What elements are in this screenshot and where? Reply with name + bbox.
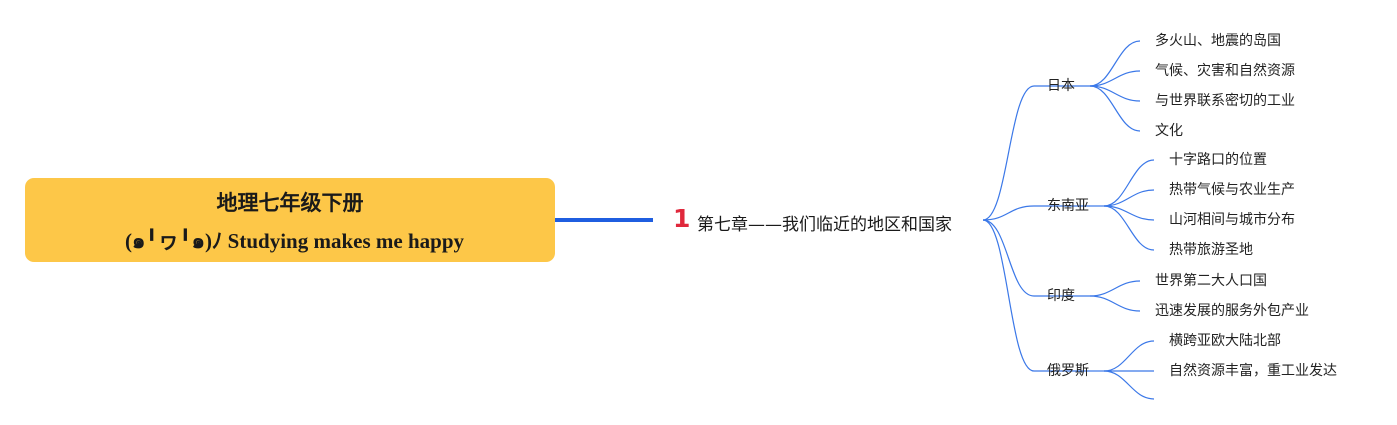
leaf-india-2[interactable]: 迅速发展的服务外包产业 — [1155, 303, 1309, 319]
topic-leaf-link — [1089, 85, 1141, 132]
topic-japan[interactable]: 日本 — [1047, 78, 1075, 94]
topic-russia[interactable]: 俄罗斯 — [1047, 363, 1089, 379]
topic-india[interactable]: 印度 — [1047, 288, 1075, 304]
topic-leaf-link — [1089, 70, 1141, 87]
leaf-india-1[interactable]: 世界第二大人口国 — [1155, 273, 1267, 289]
leaf-japan-2[interactable]: 气候、灾害和自然资源 — [1155, 63, 1295, 79]
chapter-label: 第七章——我们临近的地区和国家 — [697, 215, 952, 235]
topic-leaf-link — [1089, 40, 1141, 87]
topic-leaf-link — [1103, 189, 1155, 207]
leaf-japan-1[interactable]: 多火山、地震的岛国 — [1155, 33, 1281, 49]
topic-leaf-link — [1103, 370, 1155, 400]
topic-leaf-link — [1103, 159, 1155, 207]
leaf-japan-3[interactable]: 与世界联系密切的工业 — [1155, 93, 1295, 109]
leaf-sea-4[interactable]: 热带旅游圣地 — [1169, 242, 1253, 258]
chapter-topic-link — [982, 219, 1035, 297]
root-title: 地理七年级下册 — [216, 191, 364, 215]
leaf-russia-1[interactable]: 横跨亚欧大陆北部 — [1169, 333, 1281, 349]
chapter-topic-link — [982, 85, 1035, 221]
leaf-sea-2[interactable]: 热带气候与农业生产 — [1169, 182, 1295, 198]
leaf-russia-2[interactable]: 自然资源丰富，重工业发达 — [1169, 363, 1337, 379]
topic-leaf-link — [1089, 295, 1141, 312]
topic-leaf-link — [1103, 205, 1155, 251]
topic-leaf-link — [1089, 280, 1141, 297]
root-subtitle: (๑╹ヮ╹๑)ﾉ Studying makes me happy — [125, 229, 464, 253]
chapter-topic-link — [982, 219, 1035, 372]
leaf-sea-1[interactable]: 十字路口的位置 — [1169, 152, 1267, 168]
root-node[interactable]: 地理七年级下册 (๑╹ヮ╹๑)ﾉ Studying makes me happy — [25, 178, 555, 262]
chapter-topic-link — [982, 205, 1035, 221]
topic-southeast-asia[interactable]: 东南亚 — [1047, 198, 1089, 214]
leaf-japan-4[interactable]: 文化 — [1155, 123, 1183, 139]
chapter-node[interactable]: 1 第七章——我们临近的地区和国家 — [653, 203, 983, 239]
leaf-sea-3[interactable]: 山河相间与城市分布 — [1169, 212, 1295, 228]
topic-leaf-link — [1103, 340, 1155, 372]
chapter-number-badge: 1 — [673, 204, 691, 233]
